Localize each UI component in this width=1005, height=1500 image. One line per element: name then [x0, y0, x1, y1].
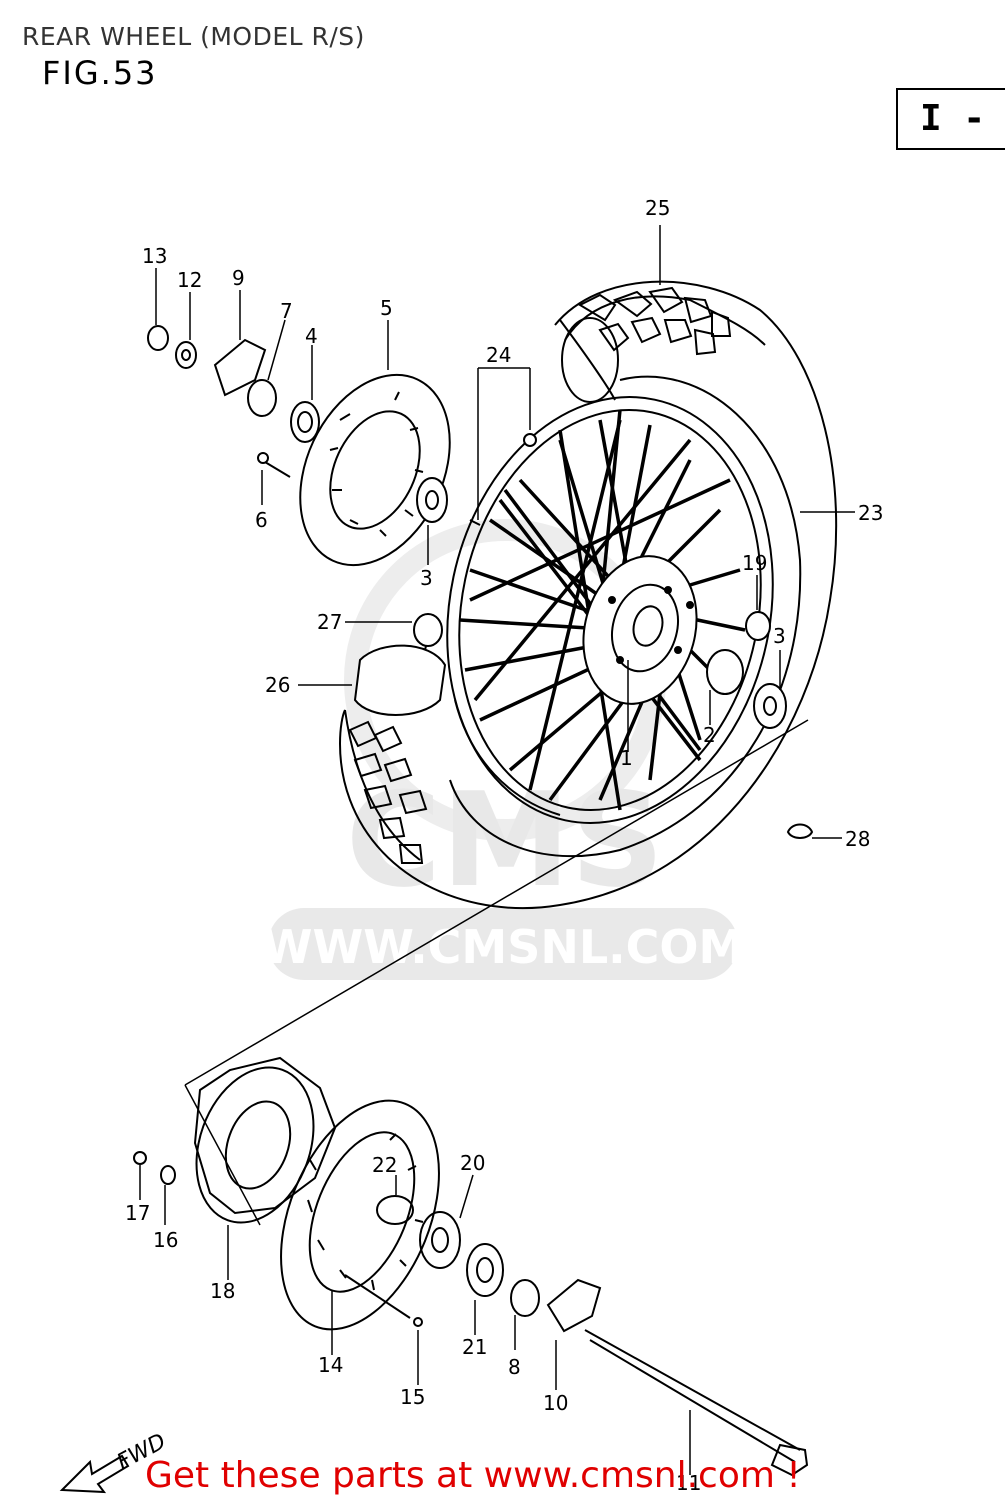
- callout-14: 14: [318, 1353, 343, 1377]
- upper-small-parts: [147, 325, 814, 839]
- callout-20: 20: [460, 1151, 485, 1175]
- get-parts-link[interactable]: Get these parts at www.cmsnl.com !: [145, 1455, 801, 1496]
- callout-19: 19: [742, 551, 767, 575]
- callout-labels: 25 23 24 5 4 7 9 12 13 6 3 27 26 19 3 2 …: [125, 196, 883, 1495]
- brake-disc: [299, 373, 451, 567]
- rear-hub: [582, 555, 698, 705]
- callout-28: 28: [845, 827, 870, 851]
- figure-number: FIG.53: [42, 54, 158, 92]
- callout-16: 16: [153, 1228, 178, 1252]
- callout-11: 11: [676, 1471, 701, 1495]
- callout-3-right: 3: [773, 624, 786, 648]
- callout-27: 27: [317, 610, 342, 634]
- callout-6: 6: [255, 508, 268, 532]
- callout-26: 26: [265, 673, 290, 697]
- callout-13: 13: [142, 244, 167, 268]
- callout-3-upper-left: 3: [420, 566, 433, 590]
- watermark-url-text: WWW.CMSNL.COM: [262, 920, 745, 974]
- callout-15: 15: [400, 1385, 425, 1409]
- callout-10: 10: [543, 1391, 568, 1415]
- group-index-box: I -: [896, 88, 1005, 150]
- callout-8: 8: [508, 1355, 521, 1379]
- callout-25: 25: [645, 196, 670, 220]
- page-title: REAR WHEEL (MODEL R/S): [22, 22, 365, 51]
- callout-1: 1: [620, 746, 633, 770]
- callout-9: 9: [232, 266, 245, 290]
- callout-12: 12: [177, 268, 202, 292]
- callout-7: 7: [280, 299, 293, 323]
- callout-4: 4: [305, 324, 318, 348]
- sprocket-assembly: [133, 1056, 809, 1477]
- callout-leader-lines: [139, 225, 855, 1475]
- callout-21: 21: [462, 1335, 487, 1359]
- callout-23: 23: [858, 501, 883, 525]
- callout-2: 2: [703, 723, 716, 747]
- callout-18: 18: [210, 1279, 235, 1303]
- callout-22: 22: [372, 1153, 397, 1177]
- rear-tire: [339, 280, 838, 910]
- callout-24: 24: [486, 343, 511, 367]
- callout-17: 17: [125, 1201, 150, 1225]
- callout-5: 5: [380, 296, 393, 320]
- rear-rim: [446, 396, 774, 824]
